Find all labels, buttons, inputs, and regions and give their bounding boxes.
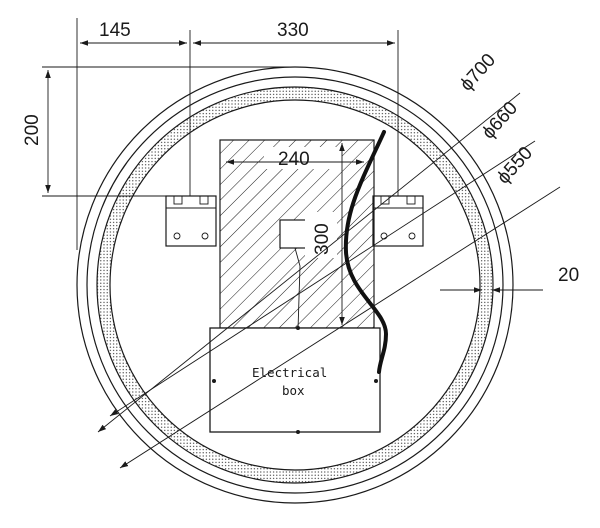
power-cable bbox=[343, 130, 389, 374]
box-label-line2: box bbox=[282, 383, 305, 398]
dim-left: 200 bbox=[22, 66, 300, 197]
dim-240-label: 240 bbox=[278, 149, 310, 170]
box-label-line1: Electrical bbox=[252, 365, 327, 380]
dim-20-label: 20 bbox=[558, 265, 579, 286]
small-junction-square bbox=[279, 219, 309, 249]
leader-700 bbox=[97, 92, 521, 433]
circle-550 bbox=[109, 99, 481, 471]
dim-top: 145 330 bbox=[76, 18, 399, 250]
leader-550 bbox=[119, 186, 561, 469]
dim-330-label: 330 bbox=[277, 20, 309, 41]
electrical-box: Electrical box bbox=[209, 326, 381, 434]
dim-145-label: 145 bbox=[99, 20, 131, 41]
left-bracket bbox=[165, 195, 217, 247]
dim-right: 20 bbox=[440, 265, 579, 293]
leader-660 bbox=[109, 140, 536, 417]
dim-200-label: 200 bbox=[22, 114, 43, 146]
mounting-plate: 240 bbox=[219, 139, 375, 331]
dim-300-label: 300 bbox=[312, 223, 333, 255]
junction-wire bbox=[294, 247, 301, 331]
